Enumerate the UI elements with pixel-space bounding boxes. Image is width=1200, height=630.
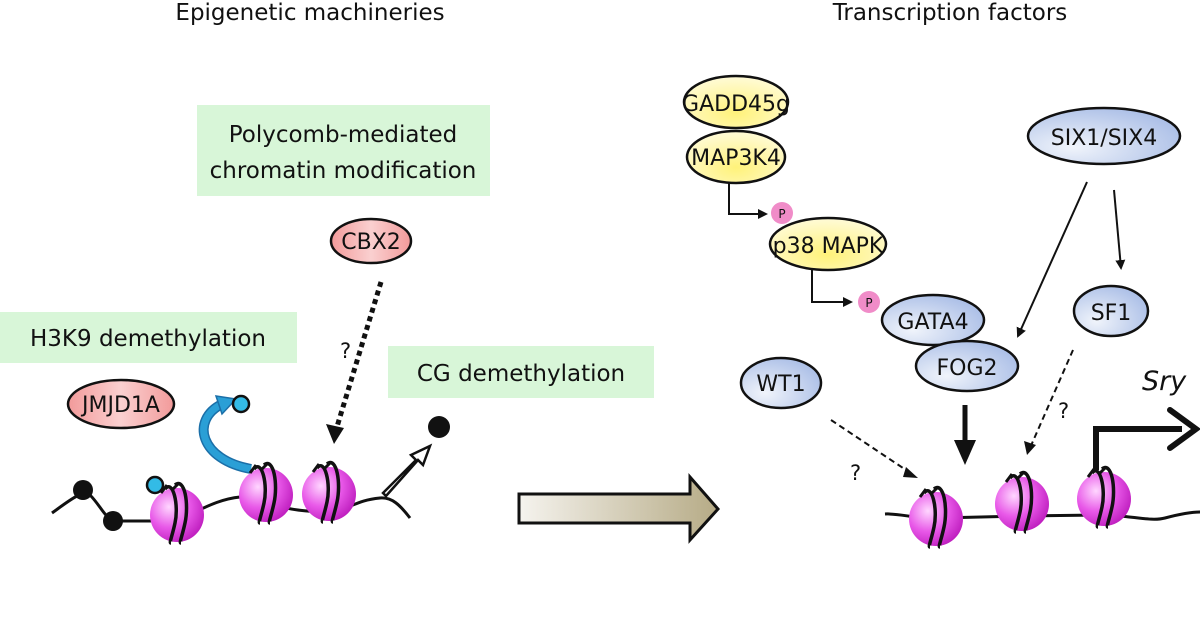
map3k4-label: MAP3K4 (691, 146, 781, 171)
svg-text:P: P (865, 296, 872, 310)
jmjd1a-label: JMJD1A (80, 393, 160, 418)
p38-phosphorylation-arrow (811, 270, 846, 303)
nucleosome-right-2 (993, 470, 1051, 534)
wt1-protein: WT1 (739, 356, 823, 410)
removed-methyl-blue (231, 394, 251, 414)
cg-release-hollow-arrow (381, 443, 433, 498)
wt1-unknown-mark: ? (850, 461, 861, 485)
jmjd1a-protein: JMJD1A (66, 378, 176, 430)
cbx2-protein: CBX2 (329, 217, 413, 265)
cbx2-unknown-mark: ? (340, 339, 351, 363)
nucleosome-right-3 (1075, 465, 1133, 529)
six-to-sf1-arrow (1113, 189, 1126, 270)
methyl-black-1 (73, 480, 93, 500)
methyl-black-2 (103, 511, 123, 531)
nucleosome-right-1 (907, 485, 965, 549)
cg-label-box: CG demethylation (388, 346, 654, 398)
map3k4-protein: MAP3K4 (685, 129, 787, 185)
sf1-dashed-arrow (1029, 349, 1074, 449)
h3k9-label: H3K9 demethylation (30, 326, 266, 352)
gata4-label: GATA4 (897, 310, 968, 335)
right-title: Transcription factors (832, 0, 1068, 26)
cbx2-label: CBX2 (341, 230, 401, 255)
sf1-unknown-mark: ? (1058, 399, 1069, 423)
map3k4-phosphorylation-arrow (728, 183, 762, 215)
six1-six4-label: SIX1/SIX4 (1051, 126, 1157, 151)
transition-big-arrow (517, 473, 721, 544)
nucleosome-left-3 (300, 460, 358, 524)
gadd45g-protein: GADD45g (682, 74, 790, 130)
six-to-fog2-arrow (1016, 181, 1088, 338)
wt1-label: WT1 (756, 372, 805, 397)
gata4-protein: GATA4 (880, 293, 986, 347)
polycomb-label-box: Polycomb-mediated chromatin modification (197, 105, 490, 196)
phospho-p38: P (771, 202, 793, 224)
wt1-dashed-arrow (830, 419, 913, 475)
fog2-protein: FOG2 (914, 339, 1020, 393)
p38-mapk-protein: p38 MAPK (768, 216, 888, 272)
gadd45g-label: GADD45g (682, 92, 790, 117)
sf1-label: SF1 (1091, 301, 1132, 326)
methyl-blue-on-histone (145, 475, 165, 495)
p38-mapk-label: p38 MAPK (773, 234, 884, 259)
left-title: Epigenetic machineries (175, 0, 444, 26)
polycomb-label-line1: Polycomb-mediated (229, 122, 458, 148)
polycomb-label-line2: chromatin modification (210, 158, 477, 184)
sry-tss-arrow (1093, 426, 1182, 470)
fog2-label: FOG2 (936, 356, 997, 381)
sf1-protein: SF1 (1072, 284, 1150, 338)
phospho-gata4: P (858, 291, 880, 313)
cg-label: CG demethylation (417, 361, 625, 387)
six1-six4-protein: SIX1/SIX4 (1026, 106, 1182, 166)
svg-text:P: P (778, 207, 785, 221)
removed-methyl-black (428, 416, 450, 438)
cbx2-arrowhead (326, 424, 344, 444)
cbx2-dotted-arrow (333, 281, 384, 431)
h3k9-label-box: H3K9 demethylation (0, 312, 297, 363)
sry-gene-label: Sry (1142, 366, 1187, 397)
